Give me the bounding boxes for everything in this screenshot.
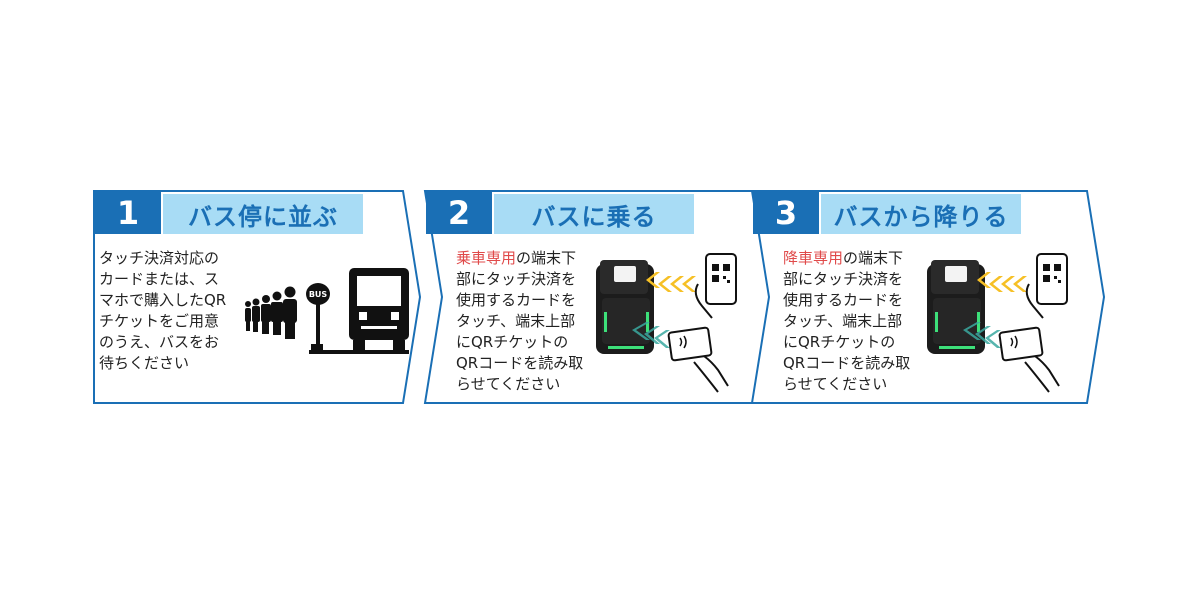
step-3-number: 3 xyxy=(753,192,819,234)
step-3-description: 降車専用の端末下 部にタッチ決済を 使用するカードを タッチ、端末上部 にQRチ… xyxy=(783,248,943,395)
step-3-description-text: の端末下 部にタッチ決済を 使用するカードを タッチ、端末上部 にQRチケットの… xyxy=(783,249,911,393)
step-2-title: バスに乗る xyxy=(494,194,694,234)
step-1-title: バス停に並ぶ xyxy=(163,194,363,234)
step-1: 1 バス停に並ぶ タッチ決済対応の カードまたは、ス マホで購入したQR チケッ… xyxy=(93,190,423,404)
step-2-number: 2 xyxy=(426,192,492,234)
step-2-description-text: の端末下 部にタッチ決済を 使用するカードを タッチ、端末上部 にQRチケットの… xyxy=(456,249,584,393)
card-reader-terminal-icon xyxy=(927,253,1068,393)
step-1-description: タッチ決済対応の カードまたは、ス マホで購入したQR チケットをご用意 のうえ… xyxy=(99,249,227,372)
step-3-title: バスから降りる xyxy=(821,194,1021,234)
step-2-description: 乗車専用の端末下 部にタッチ決済を 使用するカードを タッチ、端末上部 にQRチ… xyxy=(456,248,616,395)
boarding-only-highlight: 乗車専用 xyxy=(456,249,517,267)
alighting-only-highlight: 降車専用 xyxy=(783,249,844,267)
people-queue-bus-stop-icon: BUS xyxy=(245,268,409,354)
step-1-number: 1 xyxy=(95,192,161,234)
step-3: 3 バスから降りる 降車専用の端末下 部にタッチ決済を 使用するカードを タッチ… xyxy=(750,190,1111,404)
card-reader-terminal-icon xyxy=(596,253,737,393)
bus-sign-text: BUS xyxy=(309,290,328,299)
step-2: 2 バスに乗る 乗車専用の端末下 部にタッチ決済を 使用するカードを タッチ、端… xyxy=(423,190,780,404)
